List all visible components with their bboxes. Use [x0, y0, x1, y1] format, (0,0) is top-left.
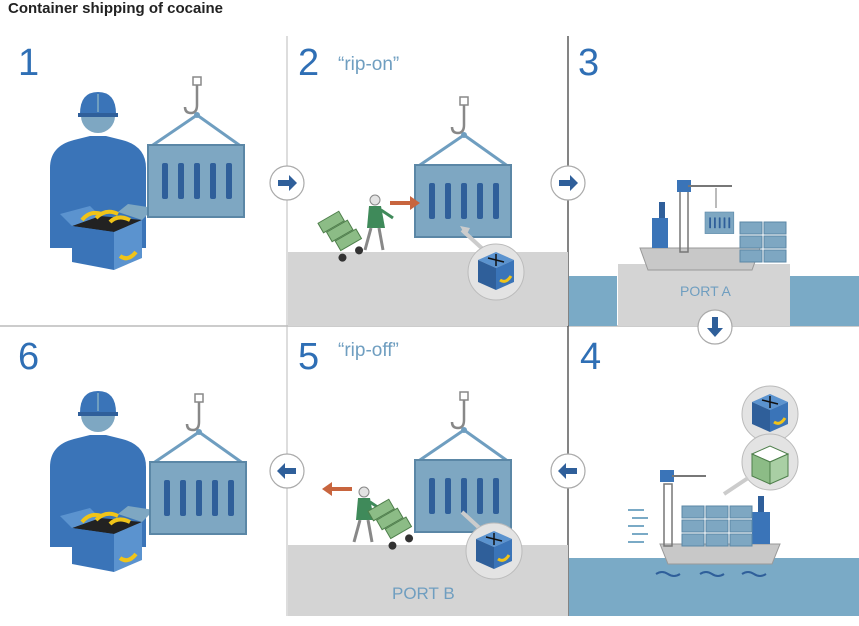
arrow-right-icon: [269, 165, 305, 201]
panel-5: PORT B: [288, 390, 568, 616]
open-box-bananas-icon: [58, 202, 156, 272]
arrow-orange-left: [322, 482, 352, 496]
panel-6: [49, 390, 247, 574]
step-number-6: 6: [18, 336, 40, 378]
crane-icon: [677, 180, 732, 253]
step-label-rip-off: “rip-off”: [338, 340, 399, 361]
motion-lines: [628, 509, 648, 543]
step-number-5: 5: [298, 336, 320, 378]
container-icon: [414, 95, 512, 238]
panel-1: [49, 75, 245, 272]
crane-icon: [660, 470, 706, 547]
ground: [288, 545, 568, 616]
diagram-title: Container shipping of cocaine: [8, 0, 224, 17]
water-right: [790, 276, 859, 326]
panel-2: [288, 95, 568, 326]
cocaine-package-icon: [466, 523, 522, 579]
container-stack-icon: [739, 221, 787, 263]
ground: [288, 252, 568, 326]
container-stack-icon: [681, 505, 753, 547]
port-b-label: PORT B: [392, 584, 455, 603]
water: [569, 558, 859, 616]
arrow-down-icon: [697, 309, 733, 345]
step-number-2: 2: [298, 42, 320, 84]
water-left: [569, 276, 617, 326]
arrow-left-icon: [269, 453, 305, 489]
step-number-3: 3: [578, 42, 600, 84]
arrow-left-icon: [550, 453, 586, 489]
arrow-right-icon: [550, 165, 586, 201]
port-a-label: PORT A: [680, 283, 732, 299]
waves: [655, 571, 767, 577]
container-icon: [147, 75, 245, 218]
open-box-bananas-icon: [58, 504, 156, 574]
container-icon: [149, 392, 247, 535]
container-icon: [704, 211, 735, 234]
ship-icon: [659, 496, 781, 565]
step-number-4: 4: [580, 336, 602, 378]
ship-icon: [639, 202, 761, 271]
pointer-line: [722, 476, 750, 496]
step-label-rip-on: “rip-on”: [338, 54, 400, 75]
cocaine-package-icon: [468, 244, 524, 300]
panel-3: PORT A: [569, 180, 859, 326]
panel-4: [569, 386, 859, 616]
arrow-orange-right: [390, 196, 420, 210]
open-crate-icon: [741, 433, 799, 491]
step-number-1: 1: [18, 42, 40, 84]
porter-icon: [363, 193, 395, 252]
